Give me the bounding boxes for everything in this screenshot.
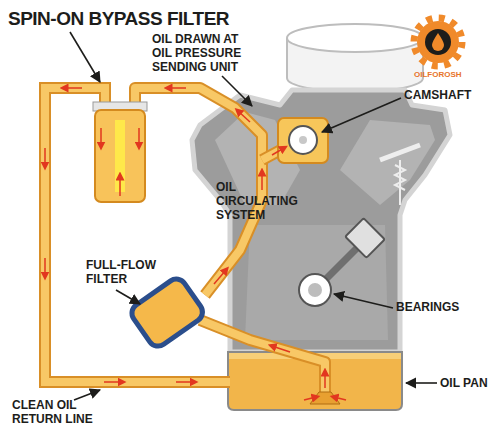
rocker-arm	[380, 145, 420, 160]
return-line-outline	[45, 88, 230, 382]
oil-gallery-outline	[135, 88, 262, 295]
callout-label: FULL-FLOW FILTER	[86, 258, 166, 286]
return-line	[45, 88, 230, 382]
full-flow-filter	[128, 275, 206, 350]
logo-watermark: OILFOROSH	[414, 70, 474, 79]
flow-arrow	[64, 87, 82, 89]
flow-arrow	[119, 176, 121, 196]
callout-heading: SPIN-ON BYPASS FILTER	[8, 8, 328, 30]
flow-arrow	[44, 148, 46, 166]
piston-group	[345, 218, 385, 258]
pump-line-outline	[200, 320, 325, 392]
flow-arrow	[44, 258, 46, 276]
callout-label: CLEAN OIL RETURN LINE	[12, 398, 107, 426]
flow-arrows	[45, 88, 346, 400]
camshaft-center	[299, 136, 307, 144]
logo-oil-drop	[432, 33, 444, 51]
callout-label: OIL PAN	[440, 376, 498, 390]
cylinder-head-right	[340, 120, 435, 205]
crank-journal	[308, 283, 322, 297]
callout-arrow	[222, 76, 252, 106]
flow-arrow	[104, 381, 122, 383]
air-cleaner-lid	[287, 24, 423, 52]
callout-label: CAMSHAFT	[404, 88, 496, 102]
flow-arrow	[100, 128, 102, 146]
flow-arrow	[238, 111, 250, 122]
full-flow-filter-group	[128, 275, 206, 350]
pump-line	[200, 320, 325, 392]
flow-arrow	[334, 397, 346, 400]
callout-arrow	[334, 294, 393, 308]
logo-gear-hole	[425, 29, 451, 55]
valve-stem	[399, 160, 401, 205]
callout-arrow	[116, 290, 140, 304]
flow-arrow	[272, 148, 284, 155]
piston	[345, 218, 385, 258]
flow-arrow	[324, 372, 326, 388]
callout-label: OIL CIRCULATING SYSTEM	[216, 180, 306, 222]
flow-arrow	[272, 346, 290, 352]
camshaft-housing	[278, 118, 328, 163]
flow-arrow	[304, 397, 316, 400]
callout-arrow	[322, 98, 401, 132]
callout-arrows	[70, 32, 437, 400]
flow-arrow	[214, 270, 226, 284]
oil-gallery	[135, 88, 262, 295]
callout-arrow	[70, 32, 100, 82]
bearing	[299, 274, 331, 306]
logo-gear	[417, 21, 459, 63]
callout-arrow	[406, 382, 437, 384]
engine-block	[192, 90, 450, 352]
callout-label: OIL DRAWN AT OIL PRESSURE SENDING UNIT	[152, 32, 260, 74]
logo-gear-teeth	[414, 18, 462, 66]
flow-arrow	[261, 172, 263, 190]
flow-arrow	[138, 128, 140, 146]
bypass-filter	[95, 110, 145, 202]
callout-arrow	[74, 390, 100, 400]
flow-arrow	[168, 87, 186, 89]
camshaft	[289, 126, 317, 154]
flow-arrow	[176, 381, 194, 383]
callout-label: BEARINGS	[396, 300, 496, 314]
